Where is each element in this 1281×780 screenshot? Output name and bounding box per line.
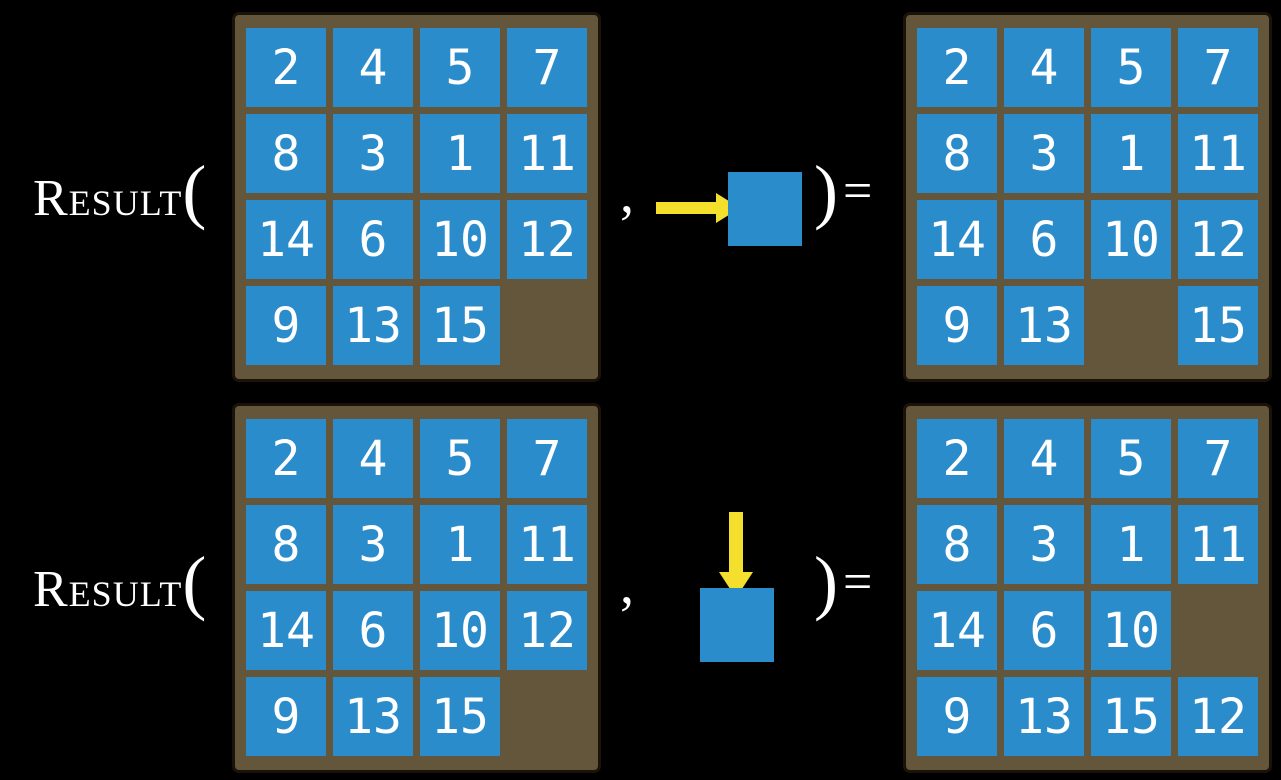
puzzle-tile: 9 <box>917 286 997 365</box>
puzzle-tile: 15 <box>420 677 500 756</box>
puzzle-tile: 12 <box>507 591 587 670</box>
open-paren: ( <box>182 542 207 622</box>
puzzle-tile: 2 <box>246 419 326 498</box>
puzzle-tile: 10 <box>420 591 500 670</box>
puzzle-tile: 12 <box>1178 200 1258 279</box>
puzzle-tile: 12 <box>1178 677 1258 756</box>
puzzle-tile: 9 <box>917 677 997 756</box>
puzzle-tile: 7 <box>507 419 587 498</box>
puzzle-tile: 15 <box>1178 286 1258 365</box>
comma-separator: , <box>620 554 634 616</box>
empty-cell <box>1178 591 1258 670</box>
close-paren: ) <box>814 151 838 231</box>
puzzle-tile: 2 <box>246 28 326 107</box>
puzzle-tile: 3 <box>333 505 413 584</box>
puzzle-tile: 12 <box>507 200 587 279</box>
puzzle-tile: 5 <box>1091 419 1171 498</box>
moved-tile <box>728 172 802 246</box>
comma-separator: , <box>620 163 634 225</box>
puzzle-tile: 7 <box>1178 28 1258 107</box>
puzzle-tile: 8 <box>917 114 997 193</box>
puzzle-tile: 8 <box>246 114 326 193</box>
puzzle-tile: 13 <box>333 677 413 756</box>
move-down-arrow-icon <box>719 512 753 598</box>
result-function-label: Result( <box>33 155 206 227</box>
puzzle-tile: 1 <box>420 505 500 584</box>
puzzle-tile: 4 <box>1004 419 1084 498</box>
equals-sign: = <box>843 163 873 220</box>
function-name: Result <box>33 561 183 618</box>
puzzle-tile: 6 <box>333 200 413 279</box>
puzzle-tile: 14 <box>246 591 326 670</box>
function-name: Result <box>33 170 183 227</box>
puzzle-tile: 3 <box>333 114 413 193</box>
puzzle-tile: 11 <box>507 114 587 193</box>
empty-cell <box>507 286 587 365</box>
puzzle-tile: 5 <box>420 28 500 107</box>
puzzle-tile: 4 <box>333 28 413 107</box>
puzzle-tile: 10 <box>1091 200 1171 279</box>
puzzle-tile: 9 <box>246 286 326 365</box>
puzzle-tile: 13 <box>1004 286 1084 365</box>
puzzle-tile: 11 <box>1178 114 1258 193</box>
puzzle-tile: 9 <box>246 677 326 756</box>
puzzle-tile: 13 <box>1004 677 1084 756</box>
puzzle-tile: 15 <box>1091 677 1171 756</box>
puzzle-tile: 15 <box>420 286 500 365</box>
puzzle-tile: 1 <box>1091 114 1171 193</box>
puzzle-tile: 5 <box>1091 28 1171 107</box>
close-paren: ) <box>814 542 838 622</box>
puzzle-tile: 11 <box>507 505 587 584</box>
puzzle-tile: 7 <box>1178 419 1258 498</box>
moved-tile <box>700 588 774 662</box>
puzzle-tile: 14 <box>917 591 997 670</box>
puzzle-tile: 3 <box>1004 114 1084 193</box>
puzzle-tile: 10 <box>420 200 500 279</box>
open-paren: ( <box>182 151 207 231</box>
puzzle-tile: 13 <box>333 286 413 365</box>
puzzle-tile: 4 <box>333 419 413 498</box>
puzzle-tile: 2 <box>917 28 997 107</box>
puzzle-tile: 8 <box>917 505 997 584</box>
puzzle-tile: 1 <box>420 114 500 193</box>
puzzle-tile: 7 <box>507 28 587 107</box>
puzzle-tile: 5 <box>420 419 500 498</box>
puzzle-tile: 11 <box>1178 505 1258 584</box>
puzzle-tile: 6 <box>333 591 413 670</box>
result-function-label: Result( <box>33 546 206 618</box>
puzzle-tile: 1 <box>1091 505 1171 584</box>
empty-cell <box>1091 286 1171 365</box>
puzzle-tile: 2 <box>917 419 997 498</box>
puzzle-tile: 6 <box>1004 200 1084 279</box>
puzzle-tile: 14 <box>246 200 326 279</box>
puzzle-tile: 3 <box>1004 505 1084 584</box>
puzzle-tile: 8 <box>246 505 326 584</box>
puzzle-tile: 4 <box>1004 28 1084 107</box>
puzzle-tile: 14 <box>917 200 997 279</box>
puzzle-tile: 10 <box>1091 591 1171 670</box>
puzzle-tile: 6 <box>1004 591 1084 670</box>
equals-sign: = <box>843 554 873 611</box>
empty-cell <box>507 677 587 756</box>
